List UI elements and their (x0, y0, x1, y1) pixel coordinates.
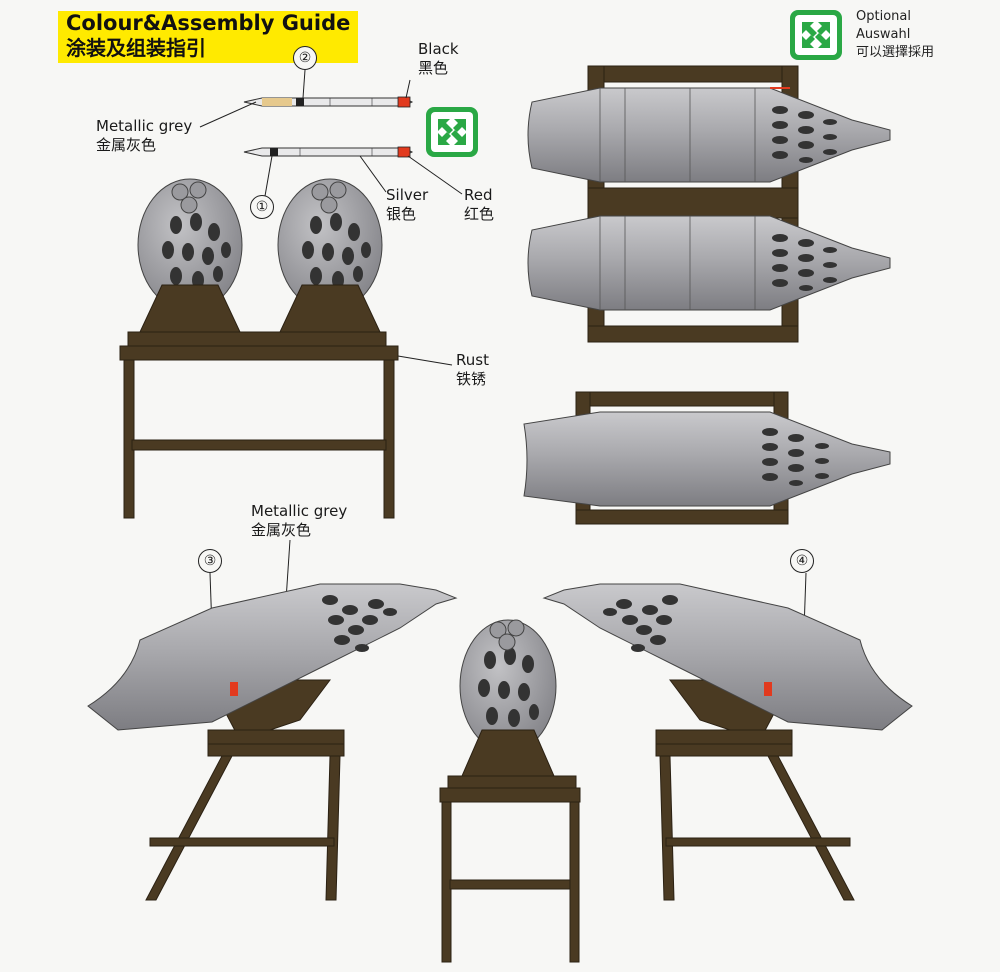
single-pod-top-view (523, 391, 891, 525)
optional-arrows-icon-small (426, 107, 478, 157)
top-view-rack (527, 65, 891, 343)
silver-label: Silver 银色 (386, 186, 429, 223)
optional-label-en: Optional (856, 9, 911, 24)
optional-legend: Optional Auswahl 可以選擇採用 (856, 8, 934, 62)
optional-label-zh: 可以選擇採用 (856, 45, 935, 60)
part-number-4: ④ (790, 549, 814, 573)
rocket-2-drawing (243, 96, 414, 108)
part-number-1: ① (250, 195, 274, 219)
title-chinese: 涂装及组装指引 (66, 36, 206, 60)
pod-4-side-view (542, 583, 913, 901)
metallic-grey-label: Metallic grey 金属灰色 (96, 117, 193, 154)
rust-label: Rust 铁锈 (456, 351, 489, 388)
part-number-3: ③ (198, 549, 222, 573)
black-label: Black 黑色 (418, 40, 459, 77)
red-label: Red 红色 (464, 186, 495, 223)
metallic-grey-label-2: Metallic grey 金属灰色 (251, 502, 348, 539)
optional-arrows-icon (790, 10, 842, 60)
pod-front-view (439, 619, 581, 963)
rocket-1-drawing (243, 146, 414, 158)
optional-label-de: Auswahl (856, 27, 911, 42)
pod-3-side-view (87, 583, 458, 901)
twin-pod-rack (119, 178, 399, 519)
part-number-2: ② (293, 46, 317, 70)
guide-title: Colour&Assembly Guide 涂装及组装指引 (58, 11, 359, 63)
title-english: Colour&Assembly Guide (66, 11, 351, 35)
